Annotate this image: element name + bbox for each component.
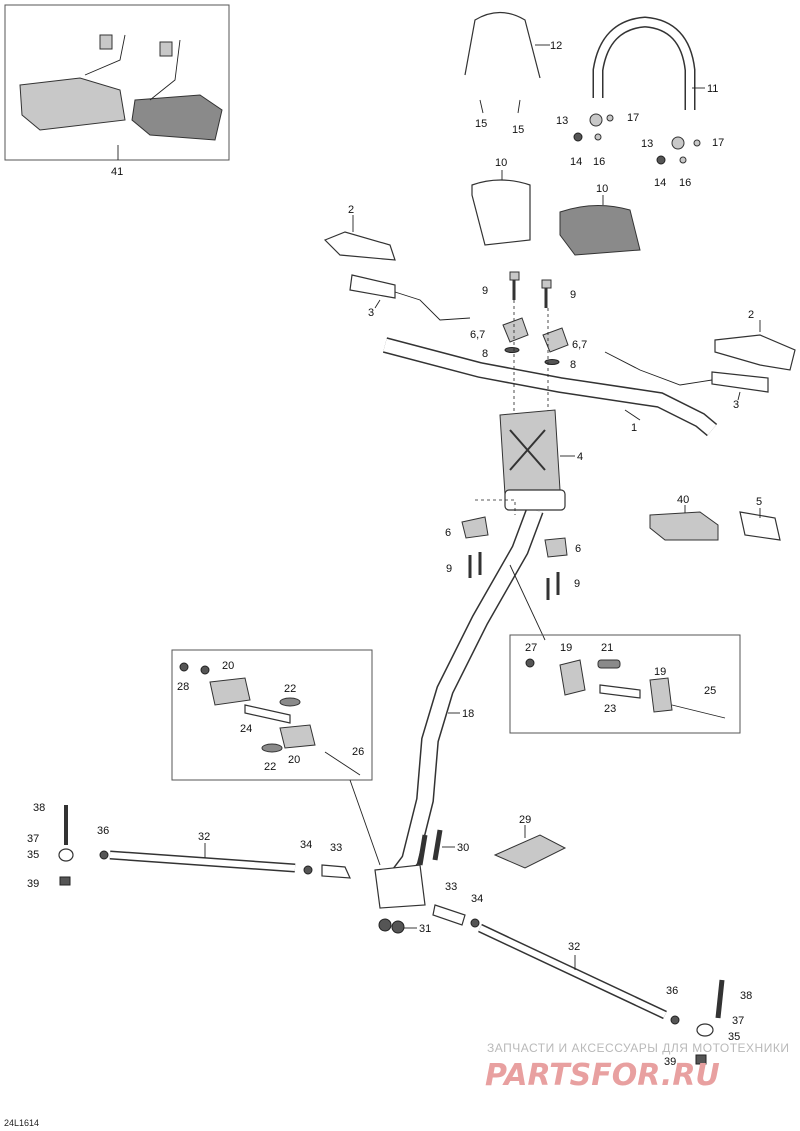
tie-rod-left-32 [58, 805, 351, 886]
callout-8: 8 [570, 359, 576, 371]
callout-19: 19 [560, 642, 572, 654]
callout-37: 37 [27, 833, 39, 845]
callout-4: 4 [577, 451, 583, 463]
grip-left [323, 215, 396, 261]
callout-27: 27 [525, 642, 537, 654]
callout-2: 2 [348, 204, 354, 216]
watermark-brand: PARTSFOR.RU [485, 1058, 720, 1093]
plate-40 [649, 505, 719, 541]
crossbar-11 [592, 16, 705, 110]
callout-39: 39 [664, 1056, 676, 1068]
callout-39: 39 [27, 878, 39, 890]
lower-clamp-hardware [461, 499, 568, 600]
callout-35: 35 [27, 849, 39, 861]
tether-5 [739, 508, 781, 541]
callout-9: 9 [482, 285, 488, 297]
callout-38: 38 [740, 990, 752, 1002]
callout-6-7: 6,7 [470, 329, 485, 341]
nuts-31 [378, 918, 417, 934]
callout-17: 17 [627, 112, 639, 124]
callout-31: 31 [419, 923, 431, 935]
callout-25: 25 [704, 685, 716, 697]
handlebar-pad-10 [471, 170, 641, 256]
callout-14: 14 [570, 156, 582, 168]
callout-35: 35 [728, 1031, 740, 1043]
callout-26: 26 [352, 746, 364, 758]
grip-right [714, 320, 796, 371]
callout-2: 2 [748, 309, 754, 321]
clamp-hardware-top [479, 99, 701, 165]
callout-11: 11 [707, 83, 718, 95]
inset-right-joint [509, 634, 741, 734]
callout-16: 16 [679, 177, 691, 189]
inset-left-joint [171, 649, 381, 866]
callout-33: 33 [330, 842, 342, 854]
handlebar-1 [382, 337, 718, 437]
callout-30: 30 [457, 842, 469, 854]
crossbar-pad-12 [464, 11, 550, 79]
callout-29: 29 [519, 814, 531, 826]
cover-29 [493, 825, 567, 869]
callout-23: 23 [604, 703, 616, 715]
callout-22: 22 [264, 761, 276, 773]
callout-16: 16 [593, 156, 605, 168]
callout-38: 38 [33, 802, 45, 814]
callout-14: 14 [654, 177, 666, 189]
callout-37: 37 [732, 1015, 744, 1027]
callout-22: 22 [284, 683, 296, 695]
riser-4 [499, 409, 575, 496]
callout-9: 9 [574, 578, 580, 590]
callout-labels: 1 2 2 3 3 4 5 6 6 6,7 6,7 8 8 9 9 9 9 10… [27, 40, 762, 1068]
callout-28: 28 [177, 681, 189, 693]
callout-19: 19 [654, 666, 666, 678]
callout-40: 40 [677, 494, 689, 506]
callout-24: 24 [240, 723, 252, 735]
callout-9: 9 [446, 563, 452, 575]
callout-33: 33 [445, 881, 457, 893]
callout-20: 20 [222, 660, 234, 672]
callout-1: 1 [631, 422, 637, 434]
callout-3: 3 [368, 307, 374, 319]
callout-6: 6 [445, 527, 451, 539]
callout-13: 13 [556, 115, 568, 127]
callout-20: 20 [288, 754, 300, 766]
tie-rod-right-32 [432, 904, 725, 1065]
callout-15: 15 [512, 124, 524, 136]
handlebar-clamp-hardware [502, 271, 569, 420]
lever-left [349, 274, 471, 321]
callout-34: 34 [300, 839, 312, 851]
callout-9: 9 [570, 289, 576, 301]
callout-32: 32 [198, 831, 210, 843]
callout-18: 18 [462, 708, 474, 720]
steering-column-18 [374, 489, 566, 909]
callout-32: 32 [568, 941, 580, 953]
callout-12: 12 [550, 40, 562, 52]
callout-41: 41 [111, 166, 123, 178]
inset-hand-guards [4, 4, 230, 161]
callout-36: 36 [97, 825, 109, 837]
callout-6: 6 [575, 543, 581, 555]
callout-10: 10 [495, 157, 507, 169]
callout-36: 36 [666, 985, 678, 997]
callout-21: 21 [601, 642, 613, 654]
callout-15: 15 [475, 118, 487, 130]
watermark-caption: ЗАПЧАСТИ И АКСЕССУАРЫ ДЛЯ МОТОТЕХНИКИ [487, 1041, 789, 1055]
callout-10: 10 [596, 183, 608, 195]
callout-34: 34 [471, 893, 483, 905]
callout-3: 3 [733, 399, 739, 411]
callout-13: 13 [641, 138, 653, 150]
callout-6-7: 6,7 [572, 339, 587, 351]
diagram-code: 24L1614 [4, 1118, 39, 1128]
callout-5: 5 [756, 496, 762, 508]
callout-17: 17 [712, 137, 724, 149]
lever-right [604, 351, 769, 401]
watermark: ЗАПЧАСТИ И АКСЕССУАРЫ ДЛЯ МОТОТЕХНИКИ PA… [485, 1041, 789, 1093]
callout-8: 8 [482, 348, 488, 360]
bolts-30 [417, 829, 455, 866]
